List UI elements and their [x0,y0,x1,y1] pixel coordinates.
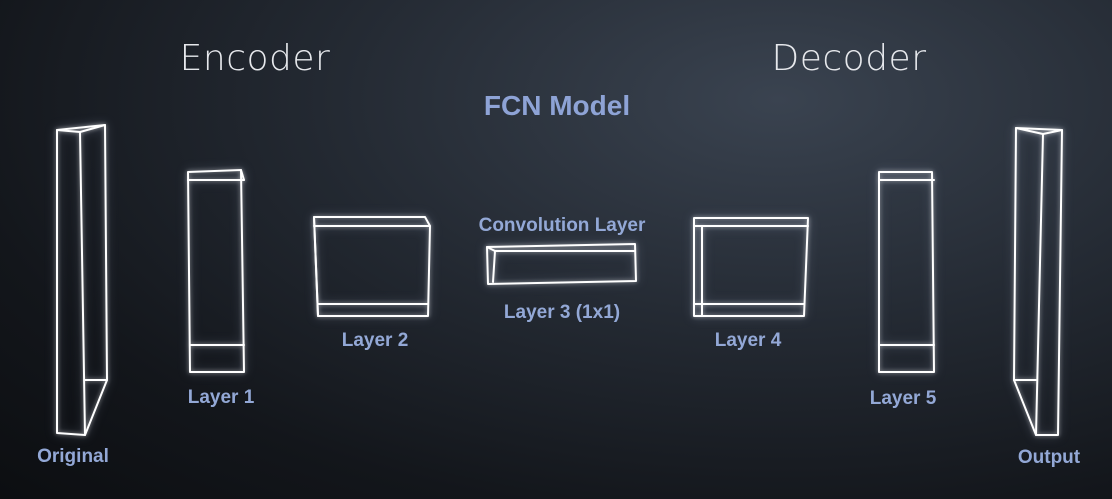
encoder-heading: Encoder [179,38,331,79]
layer3-label: Layer 3 (1x1) [503,302,621,323]
layer2-box [313,216,431,317]
layer4-label: Layer 4 [714,330,782,351]
decoder-heading: Decoder [771,38,927,79]
convolution-layer-label: Convolution Layer [478,215,646,236]
original-label: Original [37,446,109,467]
diagram-title: FCN Model [483,90,631,121]
original-box [56,124,108,436]
layer5-box [878,171,935,373]
layer4-box [693,217,809,317]
layer1-label: Layer 1 [187,387,255,408]
layer3-box [486,243,637,285]
layer1-box [187,169,245,373]
output-label: Output [1017,447,1081,468]
layer2-label: Layer 2 [341,330,409,351]
output-box [1013,127,1063,436]
layer5-label: Layer 5 [869,388,937,409]
